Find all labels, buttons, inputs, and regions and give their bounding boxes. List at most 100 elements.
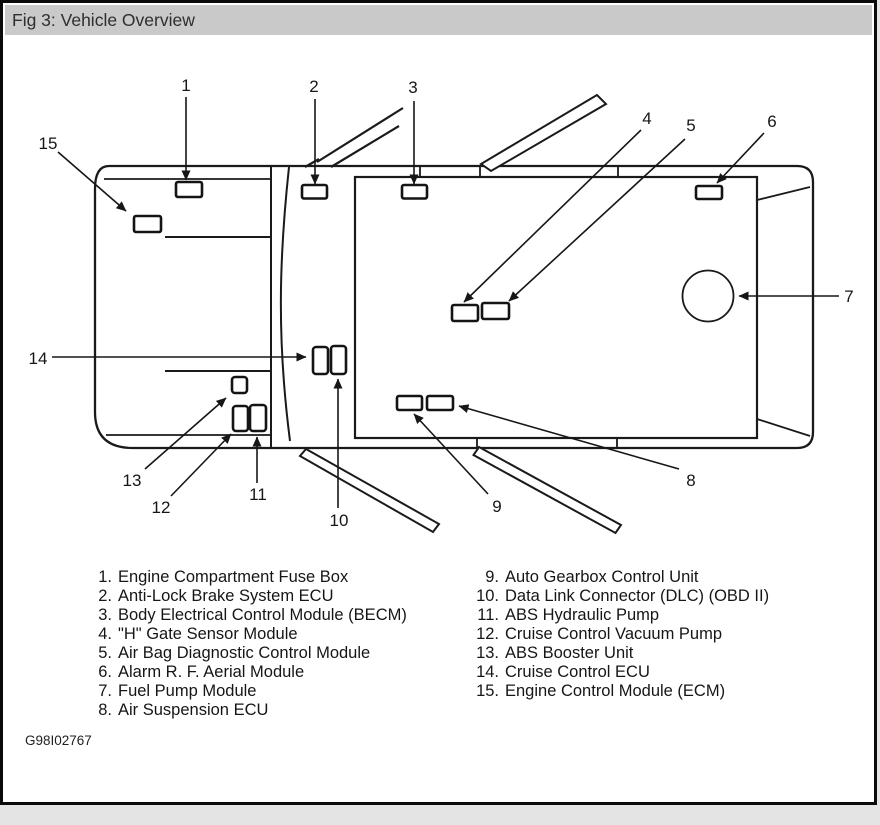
callout-number-3: 3 — [408, 78, 417, 97]
callout-numbers: 1 2 3 4 5 6 7 8 9 10 11 12 13 14 15 — [29, 76, 854, 530]
figure-panel: Fig 3: Vehicle Overview — [0, 0, 877, 805]
legend-label: ABS Hydraulic Pump — [505, 606, 660, 624]
component-box-11-abs-pump — [248, 403, 268, 433]
legend-label: "H" Gate Sensor Module — [118, 625, 298, 643]
legend-item-12: 12. Cruise Control Vacuum Pump — [455, 625, 769, 644]
legend-number: 12. — [476, 625, 499, 643]
component-box-12-vacuum-pump — [231, 404, 250, 433]
figure-reference-code: G98I02767 — [25, 733, 92, 748]
component-box-1-fuse-box — [174, 180, 204, 199]
component-boxes — [132, 180, 724, 433]
legend-item-7: 7. Fuel Pump Module — [88, 682, 407, 701]
legend-number: 11. — [477, 606, 499, 624]
rear-door-open-bottom — [472, 445, 623, 535]
legend-item-10: 10. Data Link Connector (DLC) (OBD II) — [455, 587, 769, 606]
component-box-6-alarm-aerial — [694, 184, 724, 201]
component-box-13-abs-booster — [230, 375, 249, 395]
callout-arrow-4 — [463, 129, 642, 303]
component-box-2-abs-ecu — [300, 183, 329, 200]
legend-item-6: 6. Alarm R. F. Aerial Module — [88, 663, 407, 682]
component-box-3-becm — [400, 183, 429, 200]
legend-label: Data Link Connector (DLC) (OBD II) — [505, 587, 770, 605]
legend-number: 6. — [98, 663, 112, 681]
legend-label: Cruise Control Vacuum Pump — [505, 625, 723, 643]
legend-item-13: 13. ABS Booster Unit — [455, 644, 769, 663]
figure-title: Fig 3: Vehicle Overview — [12, 10, 195, 30]
cabin-outline — [353, 175, 759, 440]
legend-label: Body Electrical Control Module (BECM) — [118, 606, 407, 624]
callout-number-15: 15 — [39, 134, 58, 153]
vehicle-overview-diagram: 1 2 3 4 5 6 7 8 9 10 11 12 13 14 15 — [29, 76, 854, 535]
callout-number-5: 5 — [686, 116, 695, 135]
legend-number: 8. — [98, 701, 112, 719]
front-door-open-lines — [304, 107, 404, 168]
callout-arrow-8 — [458, 404, 680, 470]
legend-number: 1. — [98, 568, 112, 586]
callout-number-4: 4 — [642, 109, 651, 128]
figure-header: Fig 3: Vehicle Overview — [5, 5, 872, 35]
legend-label: Cruise Control ECU — [505, 663, 650, 681]
callout-number-2: 2 — [309, 77, 318, 96]
legend-number: 10. — [476, 587, 499, 605]
legend-item-15: 15. Engine Control Module (ECM) — [455, 682, 769, 701]
legend-label: Air Bag Diagnostic Control Module — [118, 644, 371, 662]
legend-item-2: 2.Anti-Lock Brake System ECU — [88, 587, 407, 606]
callout-number-6: 6 — [767, 112, 776, 131]
legend-column-right: 9. Auto Gearbox Control Unit 10. Data Link… — [455, 568, 769, 701]
front-door-open-bottom — [298, 447, 441, 534]
callout-number-13: 13 — [123, 471, 142, 490]
legend-label: Anti-Lock Brake System ECU — [118, 587, 334, 605]
legend-label: Air Suspension ECU — [118, 701, 269, 719]
legend-label: Engine Control Module (ECM) — [505, 682, 726, 700]
vehicle-body — [93, 93, 815, 535]
legend-number: 3. — [98, 606, 112, 624]
component-box-5-airbag-module — [480, 301, 511, 321]
fuel-pump-circle — [681, 269, 735, 323]
legend-item-11: 11. ABS Hydraulic Pump — [455, 606, 769, 625]
legend-item-8: 8. Air Suspension ECU — [88, 701, 407, 720]
callout-number-14: 14 — [29, 349, 48, 368]
callout-arrow-6 — [716, 132, 765, 184]
component-box-15-ecm — [132, 214, 163, 234]
legend-number: 7. — [98, 682, 112, 700]
legend-number: 5. — [98, 644, 112, 662]
rear-pillar-bottom-line — [756, 418, 811, 437]
component-box-8-air-suspension — [425, 394, 455, 412]
legend-number: 14. — [476, 663, 499, 681]
rear-pillar-top-line — [756, 186, 811, 201]
callout-number-8: 8 — [686, 471, 695, 490]
callout-arrow-13 — [144, 397, 227, 470]
callout-number-10: 10 — [330, 511, 349, 530]
legend-item-9: 9. Auto Gearbox Control Unit — [455, 568, 769, 587]
windshield-curve — [279, 166, 291, 442]
legend-item-14: 14. Cruise Control ECU — [455, 663, 769, 682]
door-seam-ticks — [419, 166, 619, 448]
callout-number-12: 12 — [152, 498, 171, 517]
legend-number: 13. — [476, 644, 499, 662]
callout-arrow-12 — [170, 433, 232, 497]
component-box-14-cruise-ecu — [311, 345, 330, 376]
callout-number-11: 11 — [249, 485, 267, 504]
rear-door-open-top — [479, 93, 608, 173]
legend-number: 4. — [98, 625, 112, 643]
legend-item-4: 4. "H" Gate Sensor Module — [88, 625, 407, 644]
legend-number: 9. — [485, 568, 499, 586]
callout-arrow-9 — [413, 413, 489, 495]
legend-item-3: 3. Body Electrical Control Module (BECM) — [88, 606, 407, 625]
callout-number-1: 1 — [181, 76, 190, 95]
component-box-9-gearbox-unit — [395, 394, 424, 412]
legend-label: Fuel Pump Module — [118, 682, 257, 700]
callout-arrow-5 — [508, 138, 686, 302]
legend-item-1: 1. Engine Compartment Fuse Box — [88, 568, 407, 587]
legend-label: Alarm R. F. Aerial Module — [118, 663, 305, 681]
callout-number-9: 9 — [492, 497, 501, 516]
callout-arrow-15 — [57, 151, 127, 212]
legend-number: 15. — [476, 682, 499, 700]
callout-number-7: 7 — [844, 287, 853, 306]
body-outline — [93, 164, 815, 450]
callout-arrows — [52, 97, 839, 508]
legend-label: ABS Booster Unit — [505, 644, 634, 662]
legend-label: Auto Gearbox Control Unit — [505, 568, 699, 586]
legend-label: Engine Compartment Fuse Box — [118, 568, 349, 586]
